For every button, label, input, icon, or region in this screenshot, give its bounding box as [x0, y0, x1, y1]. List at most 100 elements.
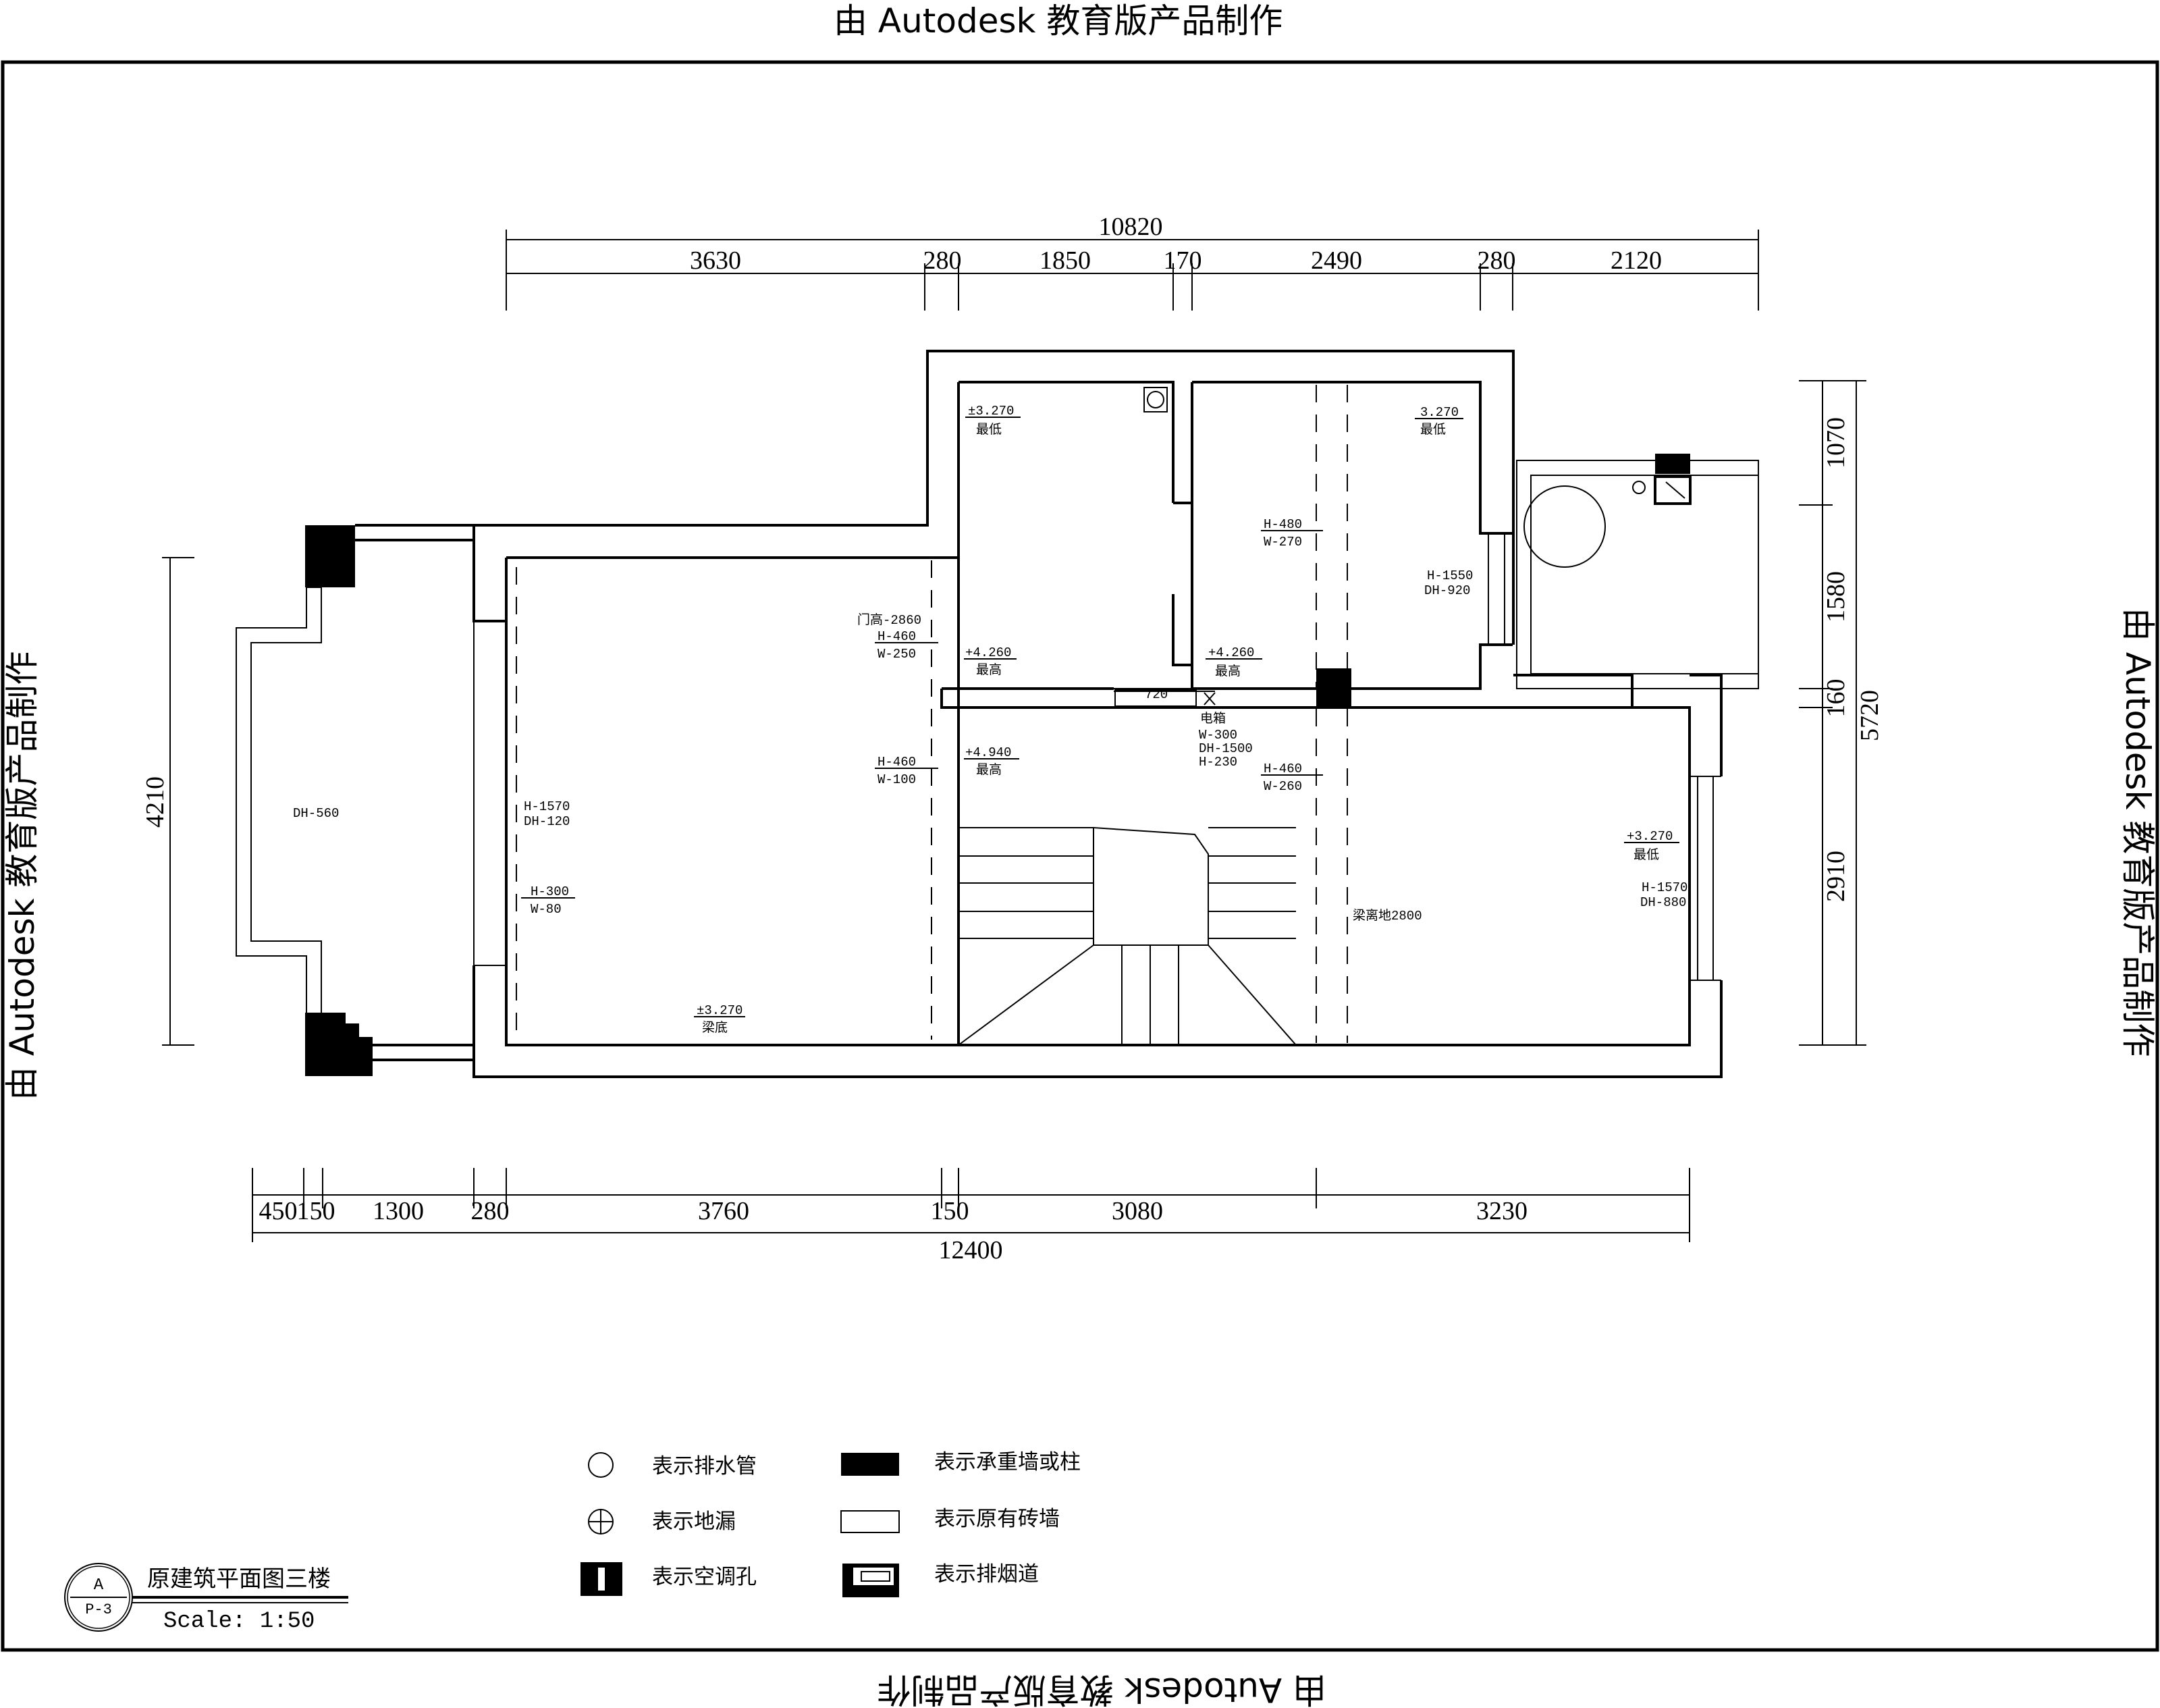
brick-wall-legend-icon: [840, 1510, 900, 1533]
annotation-text: 最高: [976, 662, 1002, 678]
drain-pipe-symbol: [1632, 481, 1646, 494]
top-dim-segment: 280: [923, 246, 962, 275]
round-tank: [1523, 485, 1606, 568]
annotation-text: 梁离地2800: [1353, 908, 1422, 924]
annotation-text: W-270: [1264, 535, 1302, 550]
top-dimension-chain: 10820 3630 280 1850 170 2490 280 2120: [506, 213, 1759, 311]
annotation-text: 电箱: [1200, 711, 1226, 726]
title-block: A P-3 原建筑平面图三楼 Scale: 1:50: [64, 1563, 348, 1634]
bottom-dim-total: 12400: [939, 1236, 1003, 1264]
fixtures: [1143, 387, 1692, 568]
right-dim-segment: 1070: [1822, 417, 1850, 469]
title-sheet: P-3: [85, 1601, 112, 1618]
drawing-title: 原建筑平面图三楼: [147, 1566, 331, 1593]
annotation-text: ±3.270: [697, 1003, 742, 1018]
right-dim-segment: 160: [1822, 679, 1850, 718]
bearing-wall-legend-icon: [841, 1453, 899, 1476]
annotation-text: H-1550: [1427, 568, 1473, 583]
top-dim-segment: 1850: [1040, 246, 1091, 275]
legend-label: 表示承重墙或柱: [934, 1450, 1081, 1474]
annotation-text: H-480: [1264, 517, 1302, 532]
annotation-text: W-260: [1264, 779, 1302, 794]
annotation-text: +4.260: [1208, 645, 1254, 660]
annotation-text: +4.940: [965, 745, 1011, 760]
bearing-column: [1316, 668, 1351, 708]
right-dim-segment: 2910: [1822, 851, 1850, 902]
bottom-dim-segment: 150: [297, 1197, 335, 1225]
drawing-scale: Scale: 1:50: [163, 1609, 315, 1634]
drain-pipe-legend-icon: [588, 1452, 614, 1478]
floor-drain-legend-icon: [588, 1509, 614, 1534]
bearing-columns: [305, 454, 1690, 1076]
annotation-text: ±3.270: [968, 404, 1014, 419]
top-dim-segment: 2120: [1611, 246, 1662, 275]
legend-label: 表示地漏: [652, 1510, 736, 1534]
annotations: DH-560 H-1570 DH-120 H-300 W-80 ±3.270 梁…: [293, 404, 1688, 1036]
right-dim-segment: 1580: [1822, 571, 1850, 622]
bottom-dim-segment: 1300: [373, 1197, 424, 1225]
bottom-dimension-chain: 450 150 1300 280 3760 150 3080 3230 1240…: [252, 1168, 1690, 1264]
bearing-column: [305, 1013, 373, 1076]
annotation-text: 最低: [976, 422, 1002, 437]
annotation-text: H-460: [1264, 762, 1302, 776]
annotation-text: W-80: [531, 902, 562, 917]
annotation-text: DH-880: [1640, 895, 1686, 910]
annotation-text: 门高-2860: [857, 612, 921, 628]
drawing-frame: [1, 60, 2159, 1652]
beam-lines: [516, 385, 1348, 1043]
bottom-dim-segment: 3760: [698, 1197, 749, 1225]
annotation-text: DH-920: [1424, 583, 1470, 598]
left-dimension: 4210: [141, 557, 194, 1046]
annotation-text: +3.270: [1627, 829, 1673, 844]
annotation-text: 720: [1145, 687, 1168, 702]
top-dim-total: 10820: [1099, 213, 1163, 241]
annotation-text: W-100: [878, 772, 916, 787]
bottom-dim-segment: 150: [931, 1197, 969, 1225]
bottom-dim-segment: 3230: [1476, 1197, 1528, 1225]
annotation-text: H-460: [878, 629, 916, 644]
legend-label: 表示空调孔: [652, 1565, 757, 1589]
top-dim-segment: 170: [1164, 246, 1202, 275]
annotation-text: 最低: [1634, 847, 1659, 863]
ac-hole-legend-icon: [580, 1562, 622, 1596]
watermark-right: 由 Autodesk 教育版产品制作: [2118, 608, 2157, 1057]
right-dimension-chain: 1070 1580 160 2910 5720: [1799, 380, 1884, 1046]
electrical-box: [1114, 688, 1316, 707]
annotation-text: H-1570: [1642, 880, 1688, 895]
annotation-text: W-300: [1199, 728, 1237, 743]
staircase: [958, 826, 1297, 1046]
annotation-text: +4.260: [965, 645, 1011, 660]
annotation-text: 最低: [1420, 422, 1446, 437]
top-dim-segment: 2490: [1311, 246, 1362, 275]
annotation-text: DH-1500: [1199, 741, 1253, 756]
watermark-top: 由 Autodesk 教育版产品制作: [834, 1, 1282, 41]
annotation-text: 最高: [1215, 664, 1241, 679]
top-dim-segment: 3630: [690, 246, 741, 275]
bottom-dim-segment: 450: [259, 1197, 298, 1225]
exterior-walls: [236, 350, 1759, 1078]
bearing-column: [1655, 454, 1690, 474]
legend-label: 表示排烟道: [934, 1562, 1039, 1586]
annotation-text: 最高: [976, 762, 1002, 778]
annotation-text: H-1570: [524, 799, 570, 814]
bottom-dim-segment: 280: [471, 1197, 510, 1225]
annotation-text: 梁底: [702, 1020, 728, 1036]
bottom-dim-segment: 3080: [1112, 1197, 1163, 1225]
annotation-text: H-300: [531, 884, 569, 899]
annotation-text: DH-120: [524, 814, 570, 829]
flue-symbol: [1654, 475, 1692, 505]
annotation-text: 3.270: [1420, 405, 1459, 420]
legend: 表示排水管 表示地漏 表示空调孔 表示承重墙或柱 表示原有砖墙 表示排烟道: [580, 1450, 1081, 1597]
legend-label: 表示排水管: [652, 1454, 757, 1478]
title-mark: A: [94, 1576, 104, 1595]
legend-label: 表示原有砖墙: [934, 1507, 1060, 1531]
right-dim-total: 5720: [1856, 690, 1884, 741]
annotation-text: DH-560: [293, 806, 339, 821]
watermark-left: 由 Autodesk 教育版产品制作: [3, 651, 42, 1100]
watermark-bottom: 由 Autodesk 教育版产品制作: [878, 1670, 1326, 1708]
flue-legend-icon: [842, 1564, 899, 1597]
drain-pipe-symbol: [1147, 391, 1164, 408]
annotation-text: H-460: [878, 755, 916, 770]
annotation-text: W-250: [878, 647, 916, 662]
